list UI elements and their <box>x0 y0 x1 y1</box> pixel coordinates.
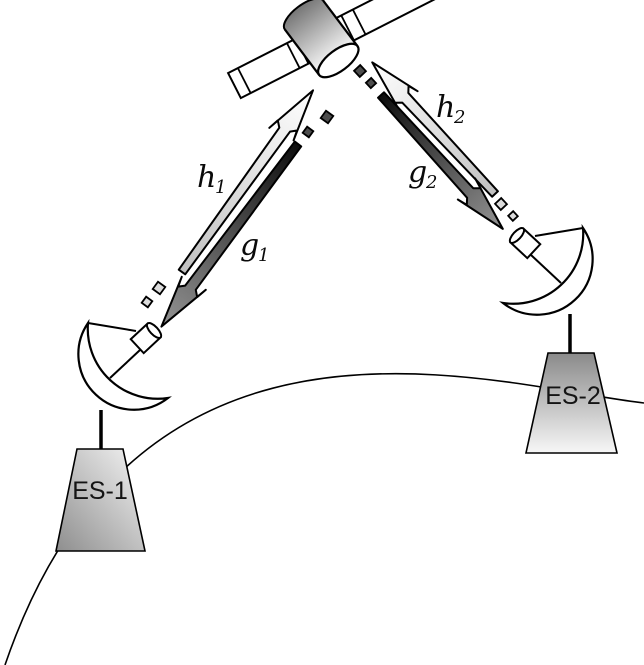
dish-2-strut-lower <box>530 254 562 284</box>
label-h2: h <box>436 90 455 125</box>
solar-panels <box>226 0 502 100</box>
dish-2-reflector <box>499 223 594 316</box>
uplink-arrow-h2 <box>371 61 499 198</box>
solar-panel-right-icon <box>330 0 502 47</box>
uplink-arrow-h1-dashes <box>140 280 167 309</box>
drum-edge-top <box>322 0 359 47</box>
station-1-base <box>55 448 146 552</box>
downlink-arrow-g2 <box>377 91 504 230</box>
downlink-arrow-g2-dashes <box>352 63 378 90</box>
station-2-label: ES-2 <box>545 382 601 410</box>
earth-station-1: ES-1 <box>55 318 172 552</box>
label-h1-sub: 1 <box>215 177 226 198</box>
downlink-arrow-g1 <box>160 140 303 328</box>
label-g2-sub: 2 <box>425 172 437 193</box>
link-labels: h 1 g 1 h 2 g 2 <box>197 90 465 266</box>
satellite-icon <box>226 0 502 100</box>
panel-right-hinge-line <box>352 9 367 35</box>
panel-right-inner-line <box>340 15 355 41</box>
label-h1: h <box>197 160 216 195</box>
earth-station-2: ES-2 <box>499 223 619 454</box>
dish-2-strut-upper <box>534 227 584 237</box>
station-1-label: ES-1 <box>72 477 128 505</box>
satellite-body-front-cap <box>317 42 360 79</box>
solar-panel-left-icon <box>226 37 310 100</box>
dish-1-feed-horn <box>129 322 163 355</box>
downlink-arrow-g1-dashes <box>301 109 335 139</box>
panel-left-inner-line <box>286 42 301 69</box>
label-g1: g <box>240 228 259 263</box>
dish-1-reflector <box>77 318 172 411</box>
dish-2-feed-horn <box>508 227 542 260</box>
uplink-arrow-h1 <box>177 89 315 276</box>
satellite-dish-2-icon <box>499 223 594 316</box>
label-g1-sub: 1 <box>258 245 269 266</box>
label-h2-sub: 2 <box>453 107 465 128</box>
satellite-dish-1-icon <box>77 318 172 411</box>
satellite-body-icon <box>282 0 360 79</box>
label-g2: g <box>408 155 427 190</box>
station-2-base <box>525 352 619 454</box>
uplink-arrow-h2-dashes <box>493 196 520 223</box>
dish-1-strut-lower <box>109 349 141 379</box>
panel-left-hinge-line <box>237 67 252 94</box>
drum-edge-bottom <box>283 28 321 76</box>
dish-1-strut-upper <box>87 322 137 332</box>
